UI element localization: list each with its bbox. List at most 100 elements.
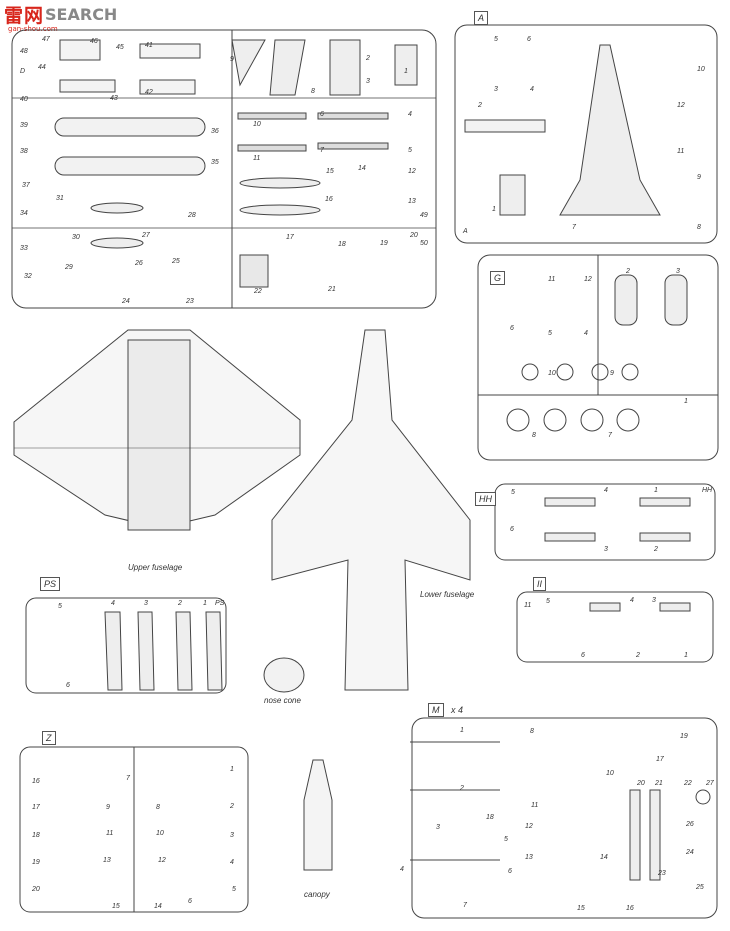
part-number: 24 (122, 298, 130, 305)
part-number: 2 (478, 102, 482, 109)
part-number: 1 (460, 727, 464, 734)
canopy-part (303, 759, 333, 871)
sprue-frame-ps (25, 597, 227, 694)
sprue-label-a: A (474, 11, 489, 25)
part-number: 31 (56, 195, 64, 202)
sprue-frame-hh (494, 483, 716, 561)
part-number: 45 (116, 44, 124, 51)
part-number: 12 (408, 168, 416, 175)
part-number: 33 (20, 245, 28, 252)
part-number: 3 (366, 78, 370, 85)
part-number: 15 (326, 168, 334, 175)
part-number: 3 (652, 597, 656, 604)
part-number: A (463, 228, 468, 235)
sprue-label-ii: II (533, 577, 547, 591)
part-number: 5 (58, 603, 62, 610)
part-number: 25 (172, 258, 180, 265)
part-number: 4 (400, 866, 404, 873)
part-number: 34 (20, 210, 28, 217)
part-number: 3 (604, 546, 608, 553)
part-number: 4 (111, 600, 115, 607)
part-number: 22 (254, 288, 262, 295)
sprue-label-z: Z (42, 731, 56, 745)
part-number: 14 (600, 854, 608, 861)
part-number: 42 (145, 89, 153, 96)
part-number: 38 (20, 148, 28, 155)
part-number: 1 (684, 652, 688, 659)
part-number: 4 (530, 86, 534, 93)
sprue-m-count: x 4 (451, 705, 464, 715)
part-number: 7 (608, 432, 612, 439)
part-number: 6 (508, 868, 512, 875)
sprue-frame-m (411, 717, 718, 919)
part-number: 4 (604, 487, 608, 494)
part-number: 9 (610, 370, 614, 377)
part-number: 49 (420, 212, 428, 219)
part-number: 6 (527, 36, 531, 43)
part-number: 5 (511, 489, 515, 496)
part-number: 11 (677, 148, 685, 155)
part-number: 5 (504, 836, 508, 843)
part-number: 40 (20, 96, 28, 103)
part-number: 2 (636, 652, 640, 659)
part-number: 18 (338, 241, 346, 248)
watermark-url: gan-shou.com (8, 25, 58, 33)
part-number: 12 (525, 823, 533, 830)
part-number: 46 (90, 38, 98, 45)
part-number: 10 (697, 66, 705, 73)
part-number: 36 (211, 128, 219, 135)
part-number: 14 (154, 903, 162, 910)
part-number: 37 (22, 182, 30, 189)
part-number: 8 (156, 804, 160, 811)
part-number: 1 (203, 600, 207, 607)
part-number: 5 (232, 886, 236, 893)
part-number: 13 (103, 857, 111, 864)
part-number: 7 (320, 147, 324, 154)
part-number: 43 (110, 95, 118, 102)
part-number: 28 (188, 212, 196, 219)
sprue-frame-a (454, 24, 718, 244)
part-number: 11 (106, 830, 114, 837)
part-number: 5 (408, 147, 412, 154)
sprue-frame-ii (516, 591, 714, 663)
part-number: 26 (686, 821, 694, 828)
part-number: 23 (658, 870, 666, 877)
part-number: 2 (178, 600, 182, 607)
part-number: 50 (420, 240, 428, 247)
part-number: 6 (66, 682, 70, 689)
part-number: 9 (230, 56, 234, 63)
part-number: 17 (656, 756, 664, 763)
watermark-logo: 雷 网 SEARCH (4, 2, 118, 27)
part-number: 39 (20, 122, 28, 129)
part-number: 7 (572, 224, 576, 231)
main-sprue-frame (11, 29, 437, 309)
watermark-brand-cn-2: 网 (24, 4, 45, 27)
part-number: 19 (380, 240, 388, 247)
part-number: 11 (548, 276, 556, 283)
part-number: 2 (654, 546, 658, 553)
part-number: 26 (135, 260, 143, 267)
part-number: 22 (684, 780, 692, 787)
watermark-brand-en: SEARCH (45, 4, 118, 24)
part-number: 8 (697, 224, 701, 231)
part-number: 18 (32, 832, 40, 839)
caption-nose-cone: nose cone (264, 696, 301, 705)
part-number: 6 (320, 111, 324, 118)
part-number: 2 (460, 785, 464, 792)
sprue-label-g: G (490, 271, 506, 285)
watermark-brand-cn: 雷 (4, 4, 25, 27)
part-number: 27 (142, 232, 150, 239)
part-number: 4 (230, 859, 234, 866)
part-number: 19 (680, 733, 688, 740)
part-number: 8 (530, 728, 534, 735)
part-number: 48 (20, 48, 28, 55)
part-number: HH (702, 487, 713, 494)
part-number: 3 (436, 824, 440, 831)
part-number: 12 (158, 857, 166, 864)
part-number: 21 (655, 780, 663, 787)
part-number: 32 (24, 273, 32, 280)
part-number: 13 (525, 854, 533, 861)
part-number: 5 (548, 330, 552, 337)
part-number: 30 (72, 234, 80, 241)
part-number: 6 (581, 652, 585, 659)
